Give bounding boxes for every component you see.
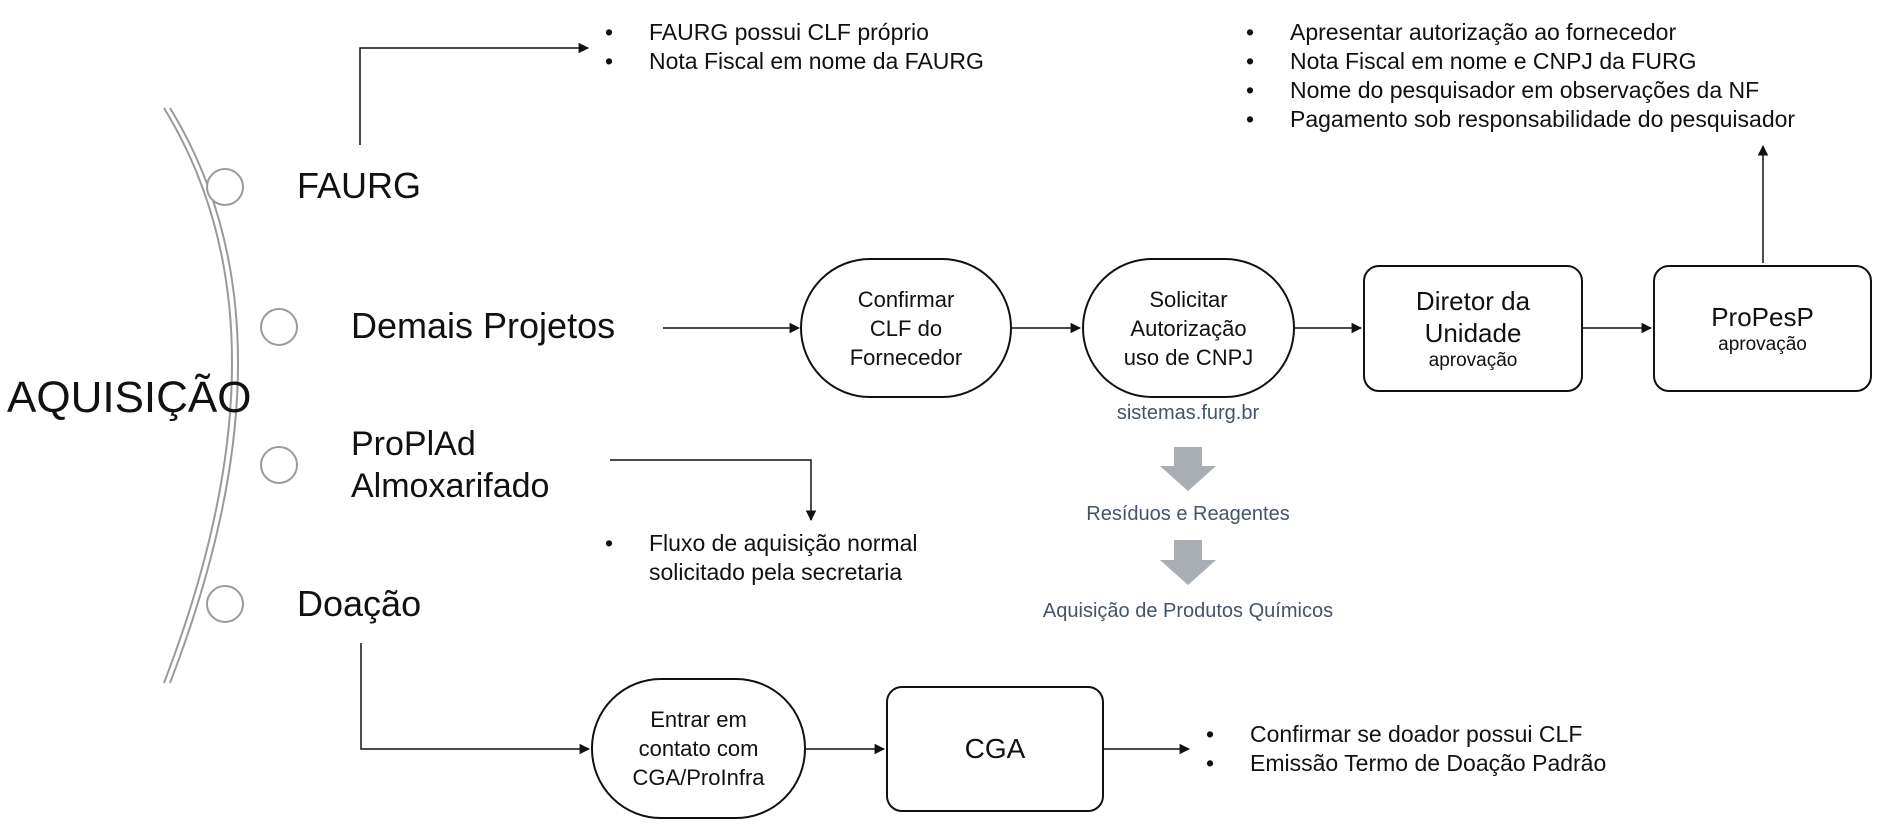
list-item: Emissão Termo de Doação Padrão xyxy=(1206,749,1606,778)
chevron-down-icon xyxy=(1160,540,1216,585)
solicitar-autorizacao-node: Solicitar Autorização uso de CNPJ xyxy=(1082,258,1295,398)
branch-label-demais-projetos: Demais Projetos xyxy=(351,305,616,346)
proplad-line-2: Almoxarifado xyxy=(351,467,550,505)
diretor-unidade-node: Diretor da Unidade aprovação xyxy=(1363,265,1583,392)
residuos-note: Resíduos e Reagentes xyxy=(1086,503,1290,525)
proplad-connector xyxy=(610,459,817,522)
diretor-sub: aprovação xyxy=(1428,349,1518,371)
list-item: Confirmar se doador possui CLF xyxy=(1206,720,1606,749)
list-item: Nota Fiscal em nome da FAURG xyxy=(605,47,984,76)
faurg-notes: FAURG possui CLF próprio Nota Fiscal em … xyxy=(605,18,984,76)
timeline-arc-inner xyxy=(169,107,239,684)
branch-label-faurg: FAURG xyxy=(297,165,422,206)
system-link-note: sistemas.furg.br xyxy=(1116,402,1260,424)
diretor-title: Diretor da Unidade xyxy=(1415,285,1531,348)
cga-title: CGA xyxy=(964,733,1026,764)
list-item: Apresentar autorização ao fornecedor xyxy=(1246,18,1795,47)
node-line: Autorização xyxy=(1130,315,1247,341)
list-item: Nome do pesquisador em observações da NF xyxy=(1246,76,1795,105)
list-item: Fluxo de aquisição normal xyxy=(605,529,917,558)
propesp-notes: Apresentar autorização ao fornecedor Not… xyxy=(1246,18,1795,134)
branch-label-doacao: Doação xyxy=(297,583,422,624)
proplad-notes: Fluxo de aquisição normal solicitado pel… xyxy=(605,529,917,587)
node-line: CGA/ProInfra xyxy=(632,765,765,790)
node-line: Entrar em xyxy=(650,707,747,732)
proplad-line-1: ProPlAd xyxy=(351,425,476,463)
timeline-node-doacao xyxy=(206,585,244,623)
faurg-connector xyxy=(359,42,590,145)
branch-label-proplad: ProPlAd Almoxarifado xyxy=(351,423,549,507)
node-line: Confirmar xyxy=(857,286,955,312)
cga-node: CGA xyxy=(886,686,1104,812)
node-line: Solicitar xyxy=(1149,286,1228,312)
confirmar-clf-node: Confirmar CLF do Fornecedor xyxy=(800,258,1012,398)
doacao-notes: Confirmar se doador possui CLF Emissão T… xyxy=(1206,720,1606,778)
list-item: Pagamento sob responsabilidade do pesqui… xyxy=(1246,105,1795,134)
list-item: FAURG possui CLF próprio xyxy=(605,18,984,47)
node-line: uso de CNPJ xyxy=(1123,344,1254,370)
list-item-continuation: solicitado pela secretaria xyxy=(649,559,903,585)
timeline-node-demais xyxy=(260,308,298,346)
timeline-arc-outer xyxy=(163,107,233,684)
propesp-node: ProPesP aprovação xyxy=(1653,265,1872,392)
propesp-sub: aprovação xyxy=(1718,333,1807,355)
produtos-quimicos-note: Aquisição de Produtos Químicos xyxy=(1042,600,1334,622)
timeline-node-proplad xyxy=(260,446,298,484)
entrar-contato-node: Entrar em contato com CGA/ProInfra xyxy=(591,678,806,819)
chevron-down-icon xyxy=(1160,447,1216,491)
node-line: contato com xyxy=(638,736,759,761)
node-line: CLF do xyxy=(869,315,943,341)
root-label: AQUISIÇÃO xyxy=(7,373,252,422)
timeline-node-faurg xyxy=(206,168,244,206)
list-item: Nota Fiscal em nome e CNPJ da FURG xyxy=(1246,47,1795,76)
doacao-connector xyxy=(360,643,591,755)
propesp-title: ProPesP xyxy=(1711,301,1814,332)
node-line: Fornecedor xyxy=(849,344,963,370)
